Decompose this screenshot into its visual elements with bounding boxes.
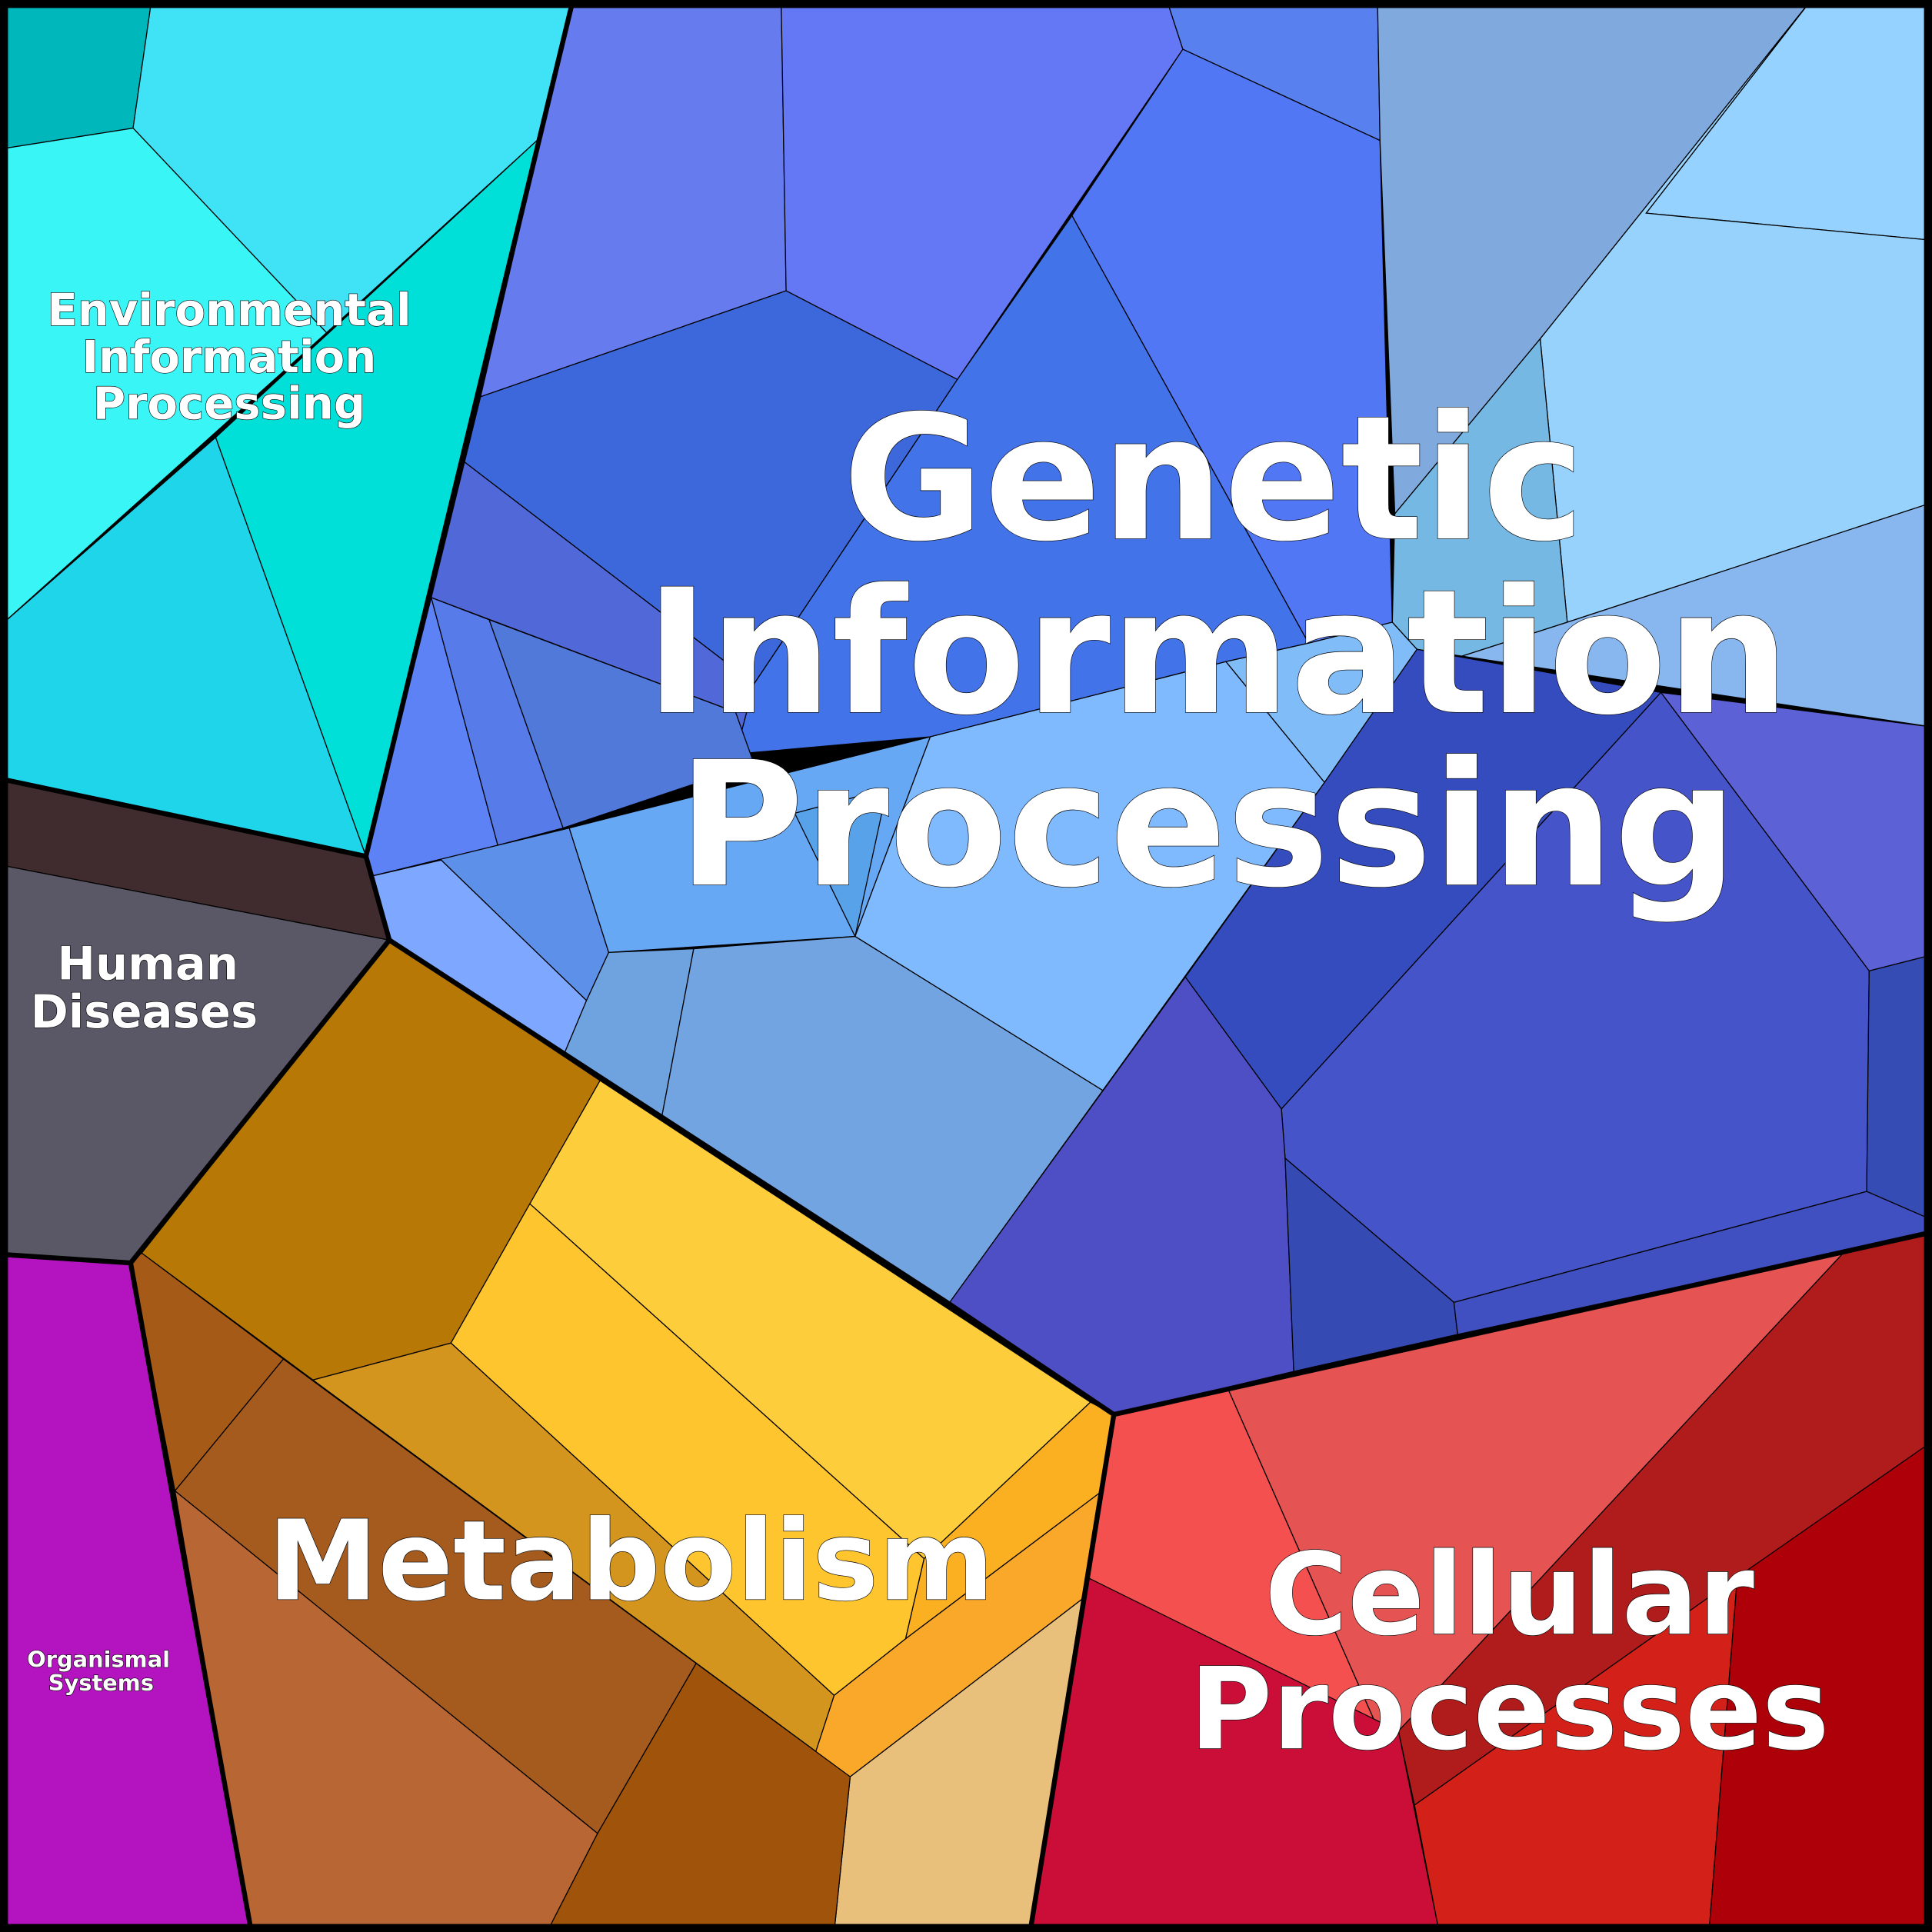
- label-genetic-line3: Processing: [678, 724, 1737, 925]
- label-organismal-line2: Systems: [48, 1670, 154, 1696]
- label-cellular-line1: Cellular: [1264, 1528, 1754, 1661]
- cell[interactable]: [854, 661, 1326, 1091]
- label-human-line2: Diseases: [31, 985, 258, 1038]
- cell[interactable]: [0, 127, 328, 627]
- label-metabolism: Metabolism: [268, 1497, 994, 1626]
- cell[interactable]: [1417, 501, 1932, 728]
- region-metabolism[interactable]: [130, 939, 1114, 1932]
- cell[interactable]: [1708, 1441, 1932, 1932]
- cell[interactable]: [1453, 1191, 1932, 1335]
- label-genetic-line2: Information: [645, 552, 1790, 753]
- cell[interactable]: [1414, 1576, 1738, 1932]
- label-cellular-line2: Processes: [1189, 1643, 1829, 1775]
- cell[interactable]: [1866, 954, 1932, 1221]
- label-environmental-line1: Environmental: [47, 284, 411, 336]
- region-genetic-information-processing[interactable]: [365, 0, 1932, 1415]
- label-environmental-line3: Processing: [93, 378, 365, 430]
- cell[interactable]: [781, 0, 1184, 381]
- region-cellular-processes[interactable]: [1029, 1231, 1932, 1932]
- cell[interactable]: [1224, 621, 1418, 784]
- label-human-line1: Human: [57, 938, 238, 991]
- cell[interactable]: [0, 0, 152, 150]
- cell[interactable]: [488, 618, 755, 829]
- label-genetic-line1: Genetic: [843, 378, 1585, 579]
- cell[interactable]: [546, 1662, 851, 1932]
- label-environmental-line2: Information: [82, 331, 377, 383]
- cell[interactable]: [794, 788, 888, 938]
- cell[interactable]: [132, 0, 574, 334]
- region-environmental[interactable]: [0, 0, 574, 858]
- label-organismal-line1: Organismal: [27, 1647, 170, 1673]
